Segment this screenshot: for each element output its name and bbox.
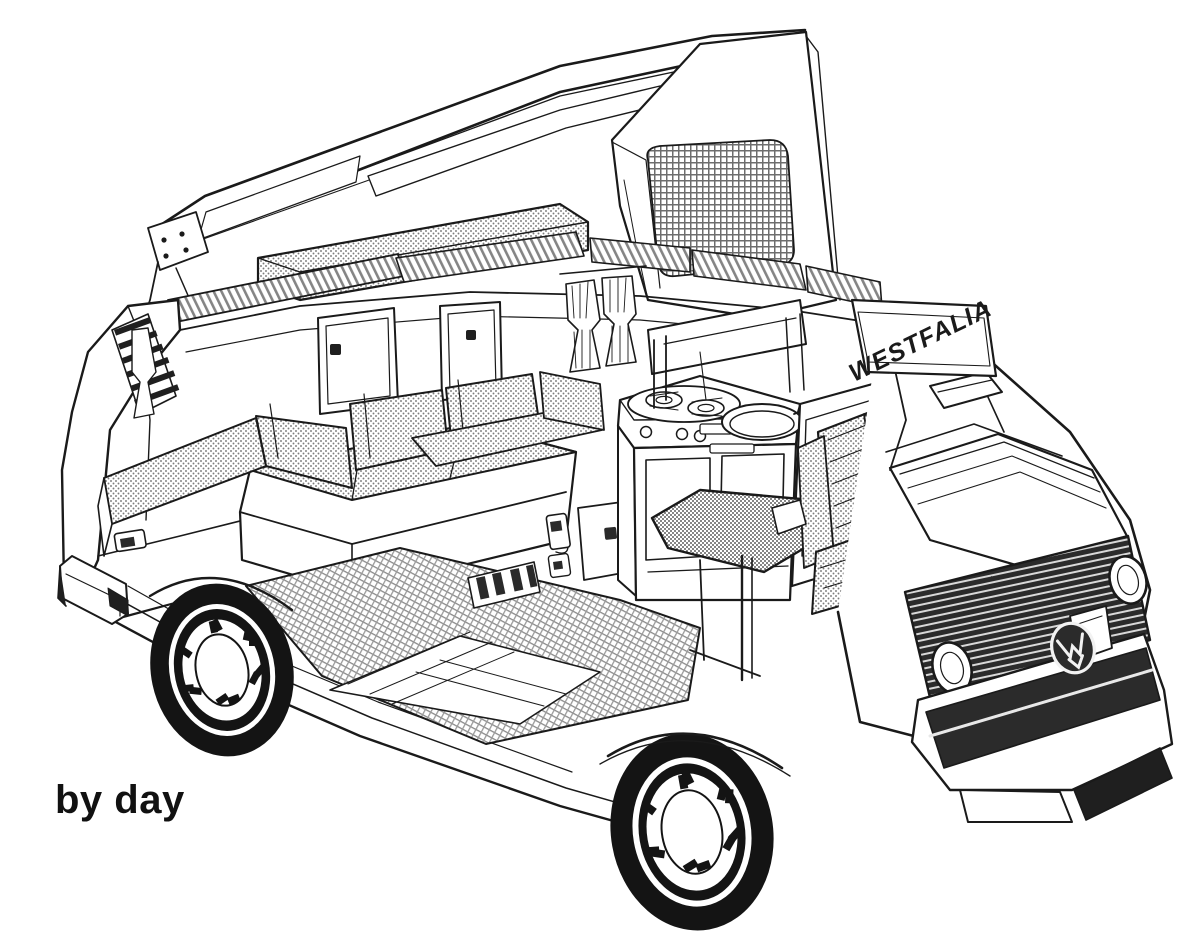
rear-wheel [148,576,294,757]
canvas-mesh-window [646,139,795,278]
westfalia-badge-panel [850,298,998,378]
rear-bumper [57,555,129,625]
headlight [931,555,1148,695]
wall-control-panel [467,501,629,609]
overhead-cabinet [317,301,503,415]
kitchen-splashback [647,299,807,409]
vw-logo-icon [1050,621,1096,675]
ribbed-floor [245,547,701,745]
upper-bunk-mattress [167,202,883,323]
front-bumper [910,605,1174,823]
rear-marker-light [113,528,147,553]
front-wheel [599,732,791,931]
sink-basin [721,403,823,441]
window-curtains [131,265,647,419]
rear-bench-seat [97,371,605,594]
